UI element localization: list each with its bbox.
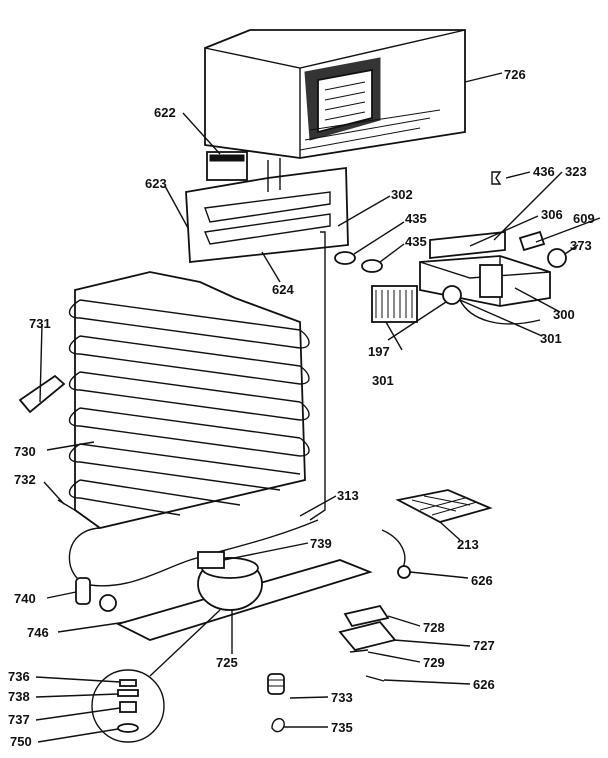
label-373: 373 — [570, 238, 592, 253]
bracket-731 — [18, 374, 66, 414]
part-729 — [349, 649, 369, 653]
tubing — [68, 519, 319, 587]
relay-739 — [197, 551, 225, 569]
compressor-725 — [197, 557, 263, 611]
label-726: 726 — [504, 67, 526, 82]
plug-626 — [397, 565, 411, 579]
label-609: 609 — [573, 211, 595, 226]
detail-leader — [149, 609, 221, 677]
grommet-733 — [267, 673, 285, 695]
cover-728 — [343, 604, 390, 628]
clip-436 — [491, 171, 502, 185]
part-labels: 726 622 623 624 302 435 435 436 323 306 … — [8, 67, 595, 749]
label-197: 197 — [368, 344, 390, 359]
tray-213 — [395, 489, 493, 523]
part-736 — [119, 679, 137, 687]
label-624: 624 — [272, 282, 294, 297]
control-box-300 — [419, 255, 551, 307]
label-626a: 626 — [471, 573, 493, 588]
label-738: 738 — [8, 689, 30, 704]
label-736: 736 — [8, 669, 30, 684]
label-626b: 626 — [473, 677, 495, 692]
clip-735 — [271, 718, 285, 733]
label-735: 735 — [331, 720, 353, 735]
label-750: 750 — [10, 734, 32, 749]
part-609 — [518, 230, 546, 252]
label-302: 302 — [391, 187, 413, 202]
label-313: 313 — [337, 488, 359, 503]
part-737 — [119, 701, 137, 713]
detail-circle — [91, 669, 165, 743]
part-622-shade — [209, 154, 245, 162]
label-733: 733 — [331, 690, 353, 705]
label-725: 725 — [216, 655, 238, 670]
label-737: 737 — [8, 712, 30, 727]
label-729: 729 — [423, 655, 445, 670]
label-731: 731 — [29, 316, 51, 331]
coil-loop — [99, 594, 117, 612]
label-435b: 435 — [405, 234, 427, 249]
knob-373 — [547, 248, 567, 268]
label-213: 213 — [457, 537, 479, 552]
wire-301 — [459, 299, 541, 325]
label-435a: 435 — [405, 211, 427, 226]
drier-740 — [75, 577, 91, 605]
label-623: 623 — [145, 176, 167, 191]
label-730: 730 — [14, 444, 36, 459]
condenser-coil-730 — [68, 271, 310, 529]
label-622: 622 — [154, 105, 176, 120]
label-436: 436 — [533, 164, 555, 179]
knob-301 — [442, 285, 462, 305]
label-727: 727 — [473, 638, 495, 653]
evaporator-plate-623 — [185, 158, 349, 263]
coil-block-197 — [371, 285, 418, 323]
bulb-435a — [334, 251, 356, 265]
label-739: 739 — [310, 536, 332, 551]
box-727 — [338, 620, 397, 652]
label-323: 323 — [565, 164, 587, 179]
label-301b: 301 — [372, 373, 394, 388]
label-306: 306 — [541, 207, 563, 222]
label-300: 300 — [553, 307, 575, 322]
label-728: 728 — [423, 620, 445, 635]
label-732: 732 — [14, 472, 36, 487]
wire-302 — [309, 231, 326, 521]
label-740: 740 — [14, 591, 36, 606]
freezer-compartment-726 — [204, 29, 466, 159]
label-746: 746 — [27, 625, 49, 640]
leader-lines — [35, 72, 601, 743]
part-738 — [117, 689, 139, 697]
part-750 — [117, 723, 139, 733]
label-301a: 301 — [540, 331, 562, 346]
bulb-435b — [361, 259, 383, 273]
wire-626b — [365, 675, 385, 682]
